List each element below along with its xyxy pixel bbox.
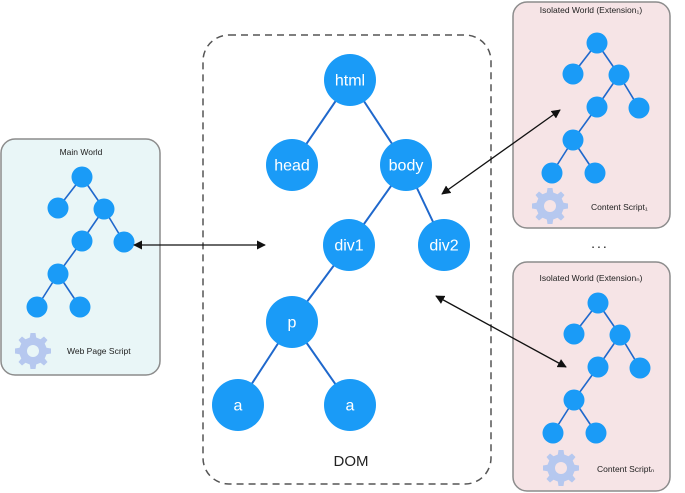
main-world-tree-node xyxy=(113,231,135,253)
dom-label: DOM xyxy=(334,453,369,470)
main-world-title: Main World xyxy=(60,147,103,157)
dom-node-a2: a xyxy=(324,379,376,431)
dom-node-label: head xyxy=(274,158,310,175)
isolated-world-1-box: Isolated World (Extension₁) Content Scri… xyxy=(512,1,671,229)
dom-node-html: html xyxy=(324,54,376,106)
isolated-world-n-tree-node xyxy=(609,324,631,346)
isolated-world-1-tree-node xyxy=(628,97,650,119)
isolated-world-1-tree-node xyxy=(586,96,608,118)
dom-node-label: p xyxy=(288,315,297,332)
isolated-world-n-tree-node xyxy=(563,323,585,345)
isolated-world-n-tree-node xyxy=(563,389,585,411)
isolated-world-1-dom-arrow xyxy=(441,109,561,195)
main-world-tree-node xyxy=(47,197,69,219)
dom-node-div2: div2 xyxy=(418,219,470,271)
dom-node-body: body xyxy=(380,139,432,191)
isolated-world-n-title: Isolated World (Extensionₙ) xyxy=(540,273,643,283)
isolated-world-n-tree-node xyxy=(542,422,564,444)
isolated-world-1-tree-node xyxy=(608,64,630,86)
main-world-tree xyxy=(26,166,135,318)
dom-node-label: html xyxy=(335,73,365,90)
content-script-1-label: Content Script₁ xyxy=(591,202,648,212)
isolated-world-1-tree-node xyxy=(586,32,608,54)
gear-icon xyxy=(543,450,579,486)
web-page-script-label: Web Page Script xyxy=(67,346,131,356)
isolated-world-1-tree-node xyxy=(584,162,606,184)
main-world-tree-node xyxy=(93,198,115,220)
ellipsis: ... xyxy=(591,235,609,251)
main-world-tree-node xyxy=(71,230,93,252)
isolated-world-n-tree-node xyxy=(587,292,609,314)
isolated-world-1-tree-node xyxy=(562,63,584,85)
dom-tree: html head body div1 div2 p a a xyxy=(212,54,470,431)
dom-node-label: div2 xyxy=(429,238,458,255)
isolated-world-1-tree-node xyxy=(541,162,563,184)
dom-node-head: head xyxy=(266,139,318,191)
dom-node-label: a xyxy=(346,398,355,415)
dom-node-p: p xyxy=(266,296,318,348)
main-world-tree-node xyxy=(47,263,69,285)
isolated-world-1-title: Isolated World (Extension₁) xyxy=(540,5,643,15)
main-world-tree-node xyxy=(26,296,48,318)
isolated-world-n-tree-node xyxy=(629,357,651,379)
isolated-world-n-tree xyxy=(542,292,651,444)
dom-node-label: div1 xyxy=(334,238,363,255)
dom-node-label: body xyxy=(389,158,424,175)
main-world-box: Main World Web Page Script xyxy=(0,138,161,376)
dom-node-label: a xyxy=(234,398,243,415)
main-world-tree-node xyxy=(69,296,91,318)
dom-node-a1: a xyxy=(212,379,264,431)
isolated-world-n-dom-arrow xyxy=(435,295,567,368)
isolated-world-1-tree-node xyxy=(562,129,584,151)
gear-icon xyxy=(15,333,51,369)
isolated-world-n-tree-node xyxy=(587,356,609,378)
dom-node-div1: div1 xyxy=(323,219,375,271)
isolated-world-n-tree-node xyxy=(585,422,607,444)
main-world-tree-node xyxy=(71,166,93,188)
isolated-world-n-box: Isolated World (Extensionₙ) Content Scri… xyxy=(512,261,671,492)
dom-box: html head body div1 div2 p a a DOM xyxy=(202,34,492,485)
content-script-n-label: Content Scriptₙ xyxy=(597,464,654,474)
gear-icon xyxy=(532,188,568,224)
